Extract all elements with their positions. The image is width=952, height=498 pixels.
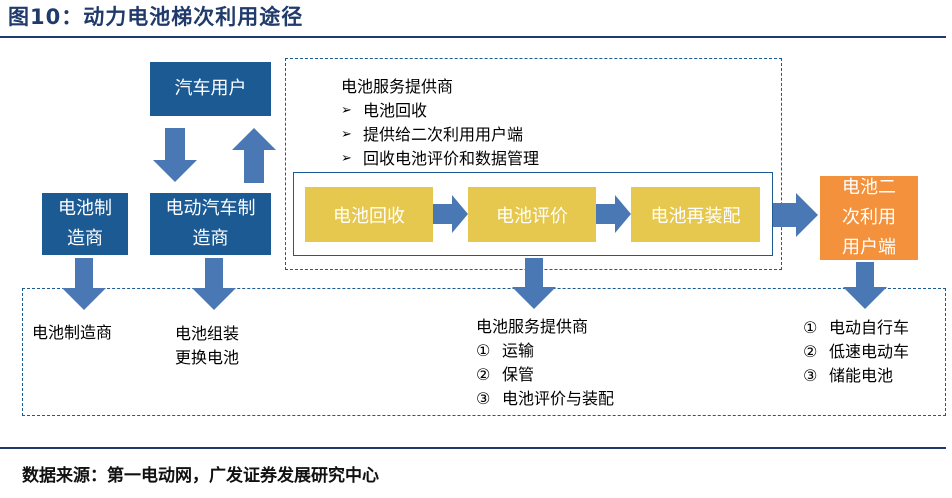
user-item: ① 电动自行车 — [803, 316, 909, 340]
ev-maker-line: 造商 — [192, 228, 229, 249]
provider-bottom-item: ② 保管 — [476, 363, 614, 387]
provider-top-item-text: 电池回收 — [363, 101, 428, 120]
user-item-text: 储能电池 — [829, 366, 894, 385]
provider-bottom-item: ① 运输 — [476, 339, 614, 363]
provider-bottom-item-text: 电池评价与装配 — [502, 389, 615, 408]
figure-title: 图10：动力电池梯次利用途径 — [8, 5, 304, 29]
provider-top-heading: 电池服务提供商 — [341, 77, 454, 96]
circled-number: ① — [476, 341, 491, 360]
provider-top-item-text: 提供给二次利用用户端 — [363, 125, 524, 144]
battery-maker-line: 电池制 — [58, 198, 112, 219]
battery-maker-label: 电池制造商 — [32, 323, 113, 342]
provider-bottom-heading: 电池服务提供商 — [476, 317, 589, 336]
battery-maker-line: 造商 — [67, 228, 103, 249]
secondary-user-line: 次利用 — [842, 207, 896, 228]
user-item-text: 电动自行车 — [829, 318, 910, 337]
ev-maker-label-line: 更换电池 — [175, 348, 240, 367]
arrow-bullet-icon: ➢ — [341, 151, 352, 166]
circled-number: ① — [803, 318, 818, 337]
ev-maker-label-line: 电池组装 — [175, 324, 240, 343]
provider-top-item: ➢ 电池回收 — [341, 99, 539, 123]
arrow-down-icon — [153, 128, 197, 182]
user-item: ② 低速电动车 — [803, 340, 909, 364]
ev-maker-box: 电动汽车制造商 — [150, 193, 271, 255]
arrow-down-icon — [843, 262, 887, 309]
ev-maker-label: 电池组装 更换电池 — [175, 322, 239, 370]
arrow-right-icon — [773, 193, 818, 237]
arrow-down-icon — [62, 258, 106, 310]
arrow-bullet-icon: ➢ — [341, 127, 352, 142]
provider-bottom: 电池服务提供商 ① 运输 ② 保管 ③ 电池评价与装配 — [476, 315, 614, 411]
recycle-box: 电池回收 — [305, 187, 433, 242]
bottom-region — [22, 288, 946, 416]
circled-number: ③ — [476, 389, 491, 408]
provider-top-item: ➢ 提供给二次利用用户端 — [341, 123, 539, 147]
provider-top-item-text: 回收电池评价和数据管理 — [363, 149, 540, 168]
evaluate-box: 电池评价 — [468, 187, 596, 242]
secondary-user-line: 电池二 — [842, 177, 896, 198]
user-item-text: 低速电动车 — [829, 342, 910, 361]
provider-bottom-item-text: 运输 — [502, 341, 535, 360]
arrow-bullet-icon: ➢ — [341, 103, 352, 118]
secondary-user-box: 电池二 次利用 用户端 — [820, 176, 918, 260]
circled-number: ② — [476, 365, 491, 384]
car-user-box: 汽车用户 — [150, 62, 271, 116]
title-rule — [0, 36, 946, 38]
arrow-right-icon — [596, 195, 631, 233]
process-container — [293, 172, 773, 256]
battery-maker-box: 电池制造商 — [42, 193, 128, 255]
circled-number: ② — [803, 342, 818, 361]
arrow-up-icon — [232, 128, 276, 183]
provider-top-list: ➢ 电池回收 ➢ 提供给二次利用用户端 ➢ 回收电池评价和数据管理 — [341, 99, 539, 171]
provider-bottom-item-text: 保管 — [502, 365, 535, 384]
reassemble-box: 电池再装配 — [631, 187, 760, 242]
arrow-down-icon — [192, 258, 236, 310]
provider-top-item: ➢ 回收电池评价和数据管理 — [341, 147, 539, 171]
ev-maker-line: 电动汽车制 — [165, 198, 256, 219]
circled-number: ③ — [803, 366, 818, 385]
user-list: ① 电动自行车 ② 低速电动车 ③ 储能电池 — [803, 316, 909, 388]
provider-bottom-item: ③ 电池评价与装配 — [476, 387, 614, 411]
arrow-down-icon — [512, 258, 556, 309]
arrow-right-icon — [433, 195, 468, 233]
secondary-user-line: 用户端 — [842, 237, 896, 258]
user-item: ③ 储能电池 — [803, 364, 909, 388]
source-note: 数据来源：第一电动网，广发证券发展研究中心 — [22, 466, 379, 486]
footer-rule — [0, 447, 946, 449]
